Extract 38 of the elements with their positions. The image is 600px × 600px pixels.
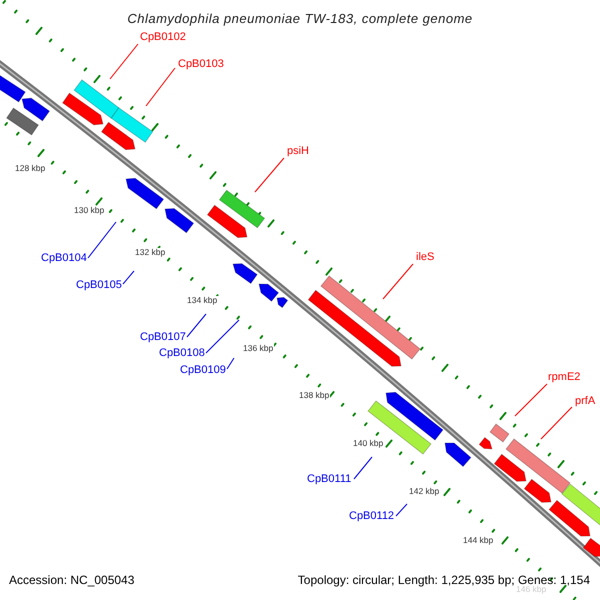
map-title: Chlamydophila pneumoniae TW-183, complete genome: [126, 10, 474, 28]
gene-label: CpB0109: [180, 364, 226, 377]
leader-line: [254, 158, 284, 192]
leader-line: [146, 68, 176, 106]
leader-line: [382, 264, 414, 300]
leader-line: [396, 504, 408, 516]
leader-line: [540, 406, 572, 440]
gene-label: rpmE2: [548, 371, 580, 384]
scale-label: 142 kbp: [408, 487, 440, 496]
leader-line: [186, 314, 206, 338]
gene-label: CpB0112: [349, 510, 394, 523]
gene-label: CpB0103: [178, 58, 224, 71]
footer-text: Topology: circular; Length: 1,225,935 bp; Genes: 1,154: [298, 574, 590, 586]
footer-text: Accession: NC_005043: [9, 574, 134, 586]
scale-label: 134 kbp: [186, 296, 218, 304]
gene-label: CpB0108: [159, 347, 205, 360]
gene-label: CpB0107: [140, 331, 186, 344]
gene-label: prfA: [575, 395, 596, 408]
gene-label: ileS: [416, 251, 434, 264]
scale-label: 140 kbp: [352, 439, 384, 448]
scale-label: 144 kbp: [462, 536, 494, 544]
leader-line: [514, 384, 548, 416]
scale-label: 138 kbp: [298, 391, 330, 400]
leader-line: [226, 358, 234, 370]
gene-label: CpB0105: [76, 279, 122, 292]
gene-label: CpB0104: [41, 252, 87, 265]
leader-line: [110, 44, 138, 80]
scale-label: 128 kbp: [14, 164, 46, 172]
leader-line: [122, 270, 134, 284]
scale-label: 132 kbp: [134, 248, 166, 256]
gene-label: CpB0111: [307, 473, 352, 486]
leader-line: [88, 222, 116, 258]
gene-label: psiH: [287, 145, 310, 158]
leader-line: [206, 320, 240, 354]
leader-line: [354, 456, 372, 480]
gene-label: CpB0102: [140, 31, 186, 44]
scale-label: 130 kbp: [73, 206, 106, 214]
scale-label: 136 kbp: [242, 344, 274, 352]
